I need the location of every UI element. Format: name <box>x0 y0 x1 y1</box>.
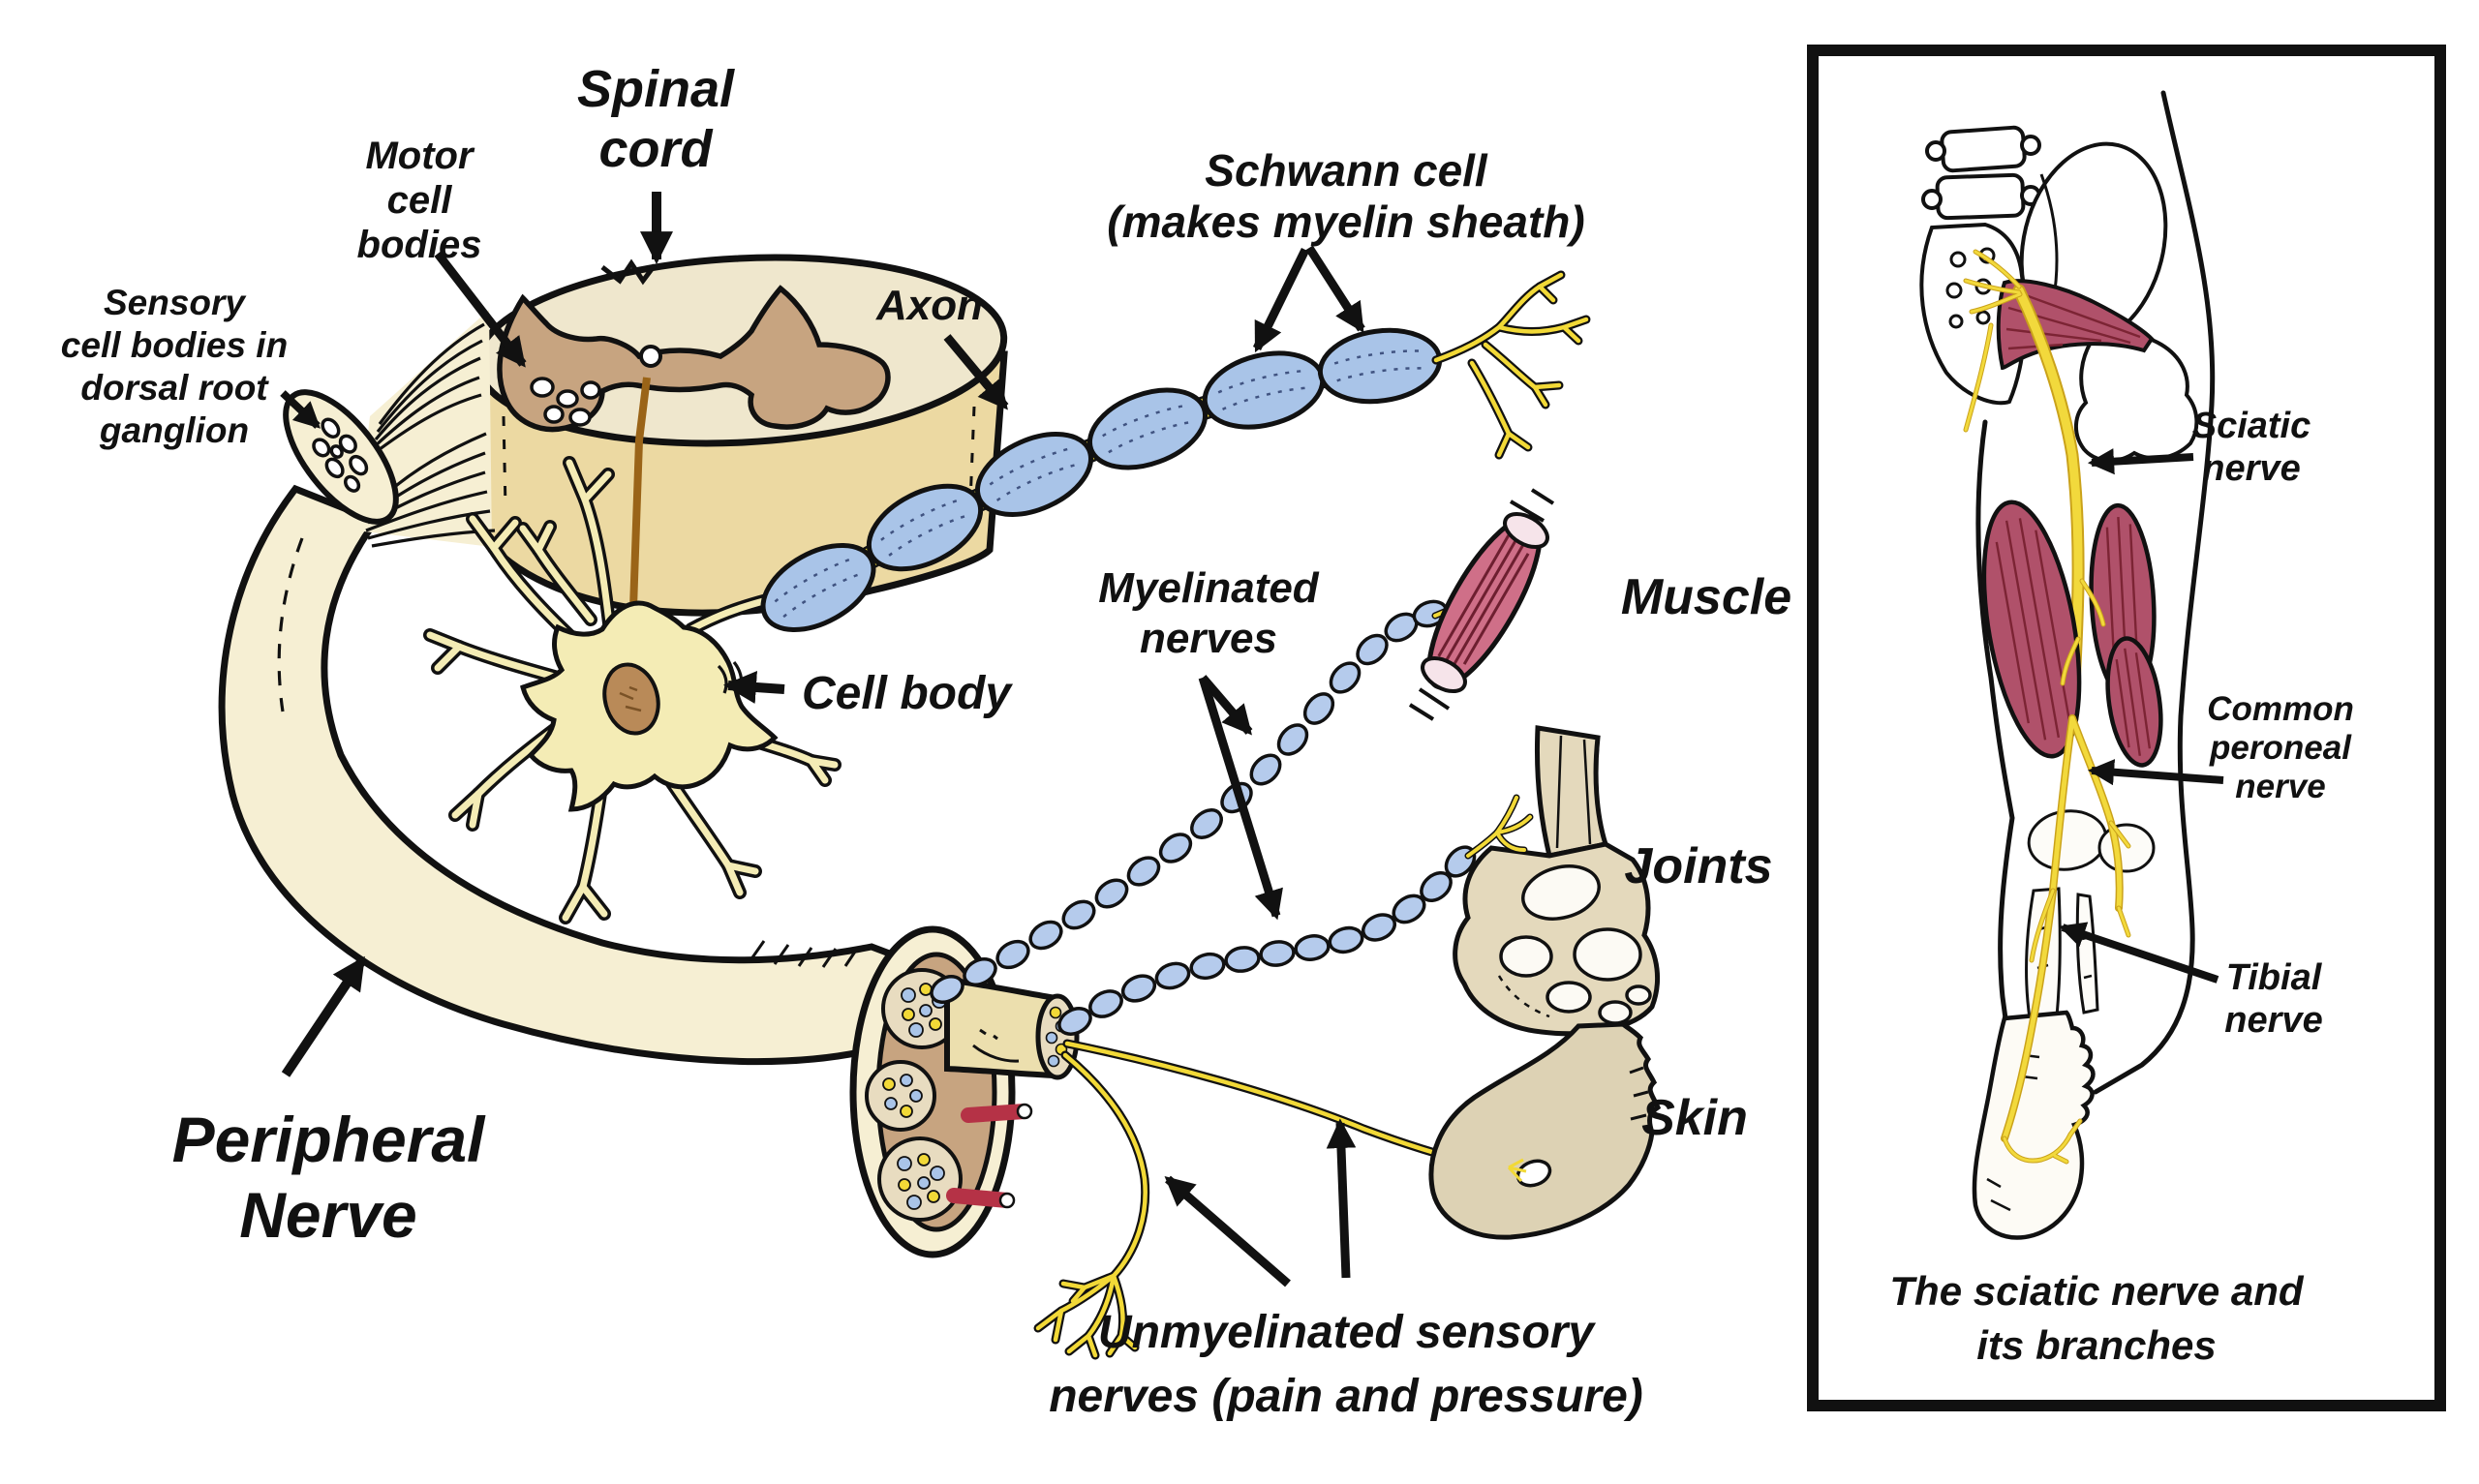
svg-text:Sciatic: Sciatic <box>2192 406 2311 446</box>
svg-text:Nerve: Nerve <box>239 1179 416 1251</box>
label-unmyelinated: Unmyelinated sensory nerves (pain and pr… <box>1049 1307 1643 1422</box>
label-sensory-ganglion: Sensory cell bodies in dorsal root gangl… <box>61 283 288 450</box>
label-common-peroneal-nerve: Common peroneal nerve <box>2207 690 2354 805</box>
label-tibial-nerve: Tibial nerve <box>2224 957 2322 1041</box>
thigh-muscles <box>1981 500 2163 768</box>
label-sciatic-nerve: Sciatic nerve <box>2192 406 2311 489</box>
label-myelinated-nerves: Myelinated nerves <box>1098 564 1320 662</box>
svg-text:The sciatic nerve and: The sciatic nerve and <box>1889 1268 2305 1314</box>
svg-text:Schwann cell: Schwann cell <box>1205 145 1488 196</box>
svg-text:Muscle: Muscle <box>1621 569 1791 625</box>
arrow-myelinated-1 <box>1199 675 1253 736</box>
motor-cell-bodies-dots <box>530 377 601 427</box>
arrow-cell-body <box>722 671 785 704</box>
sciatic-nerve-panel: Sciatic nerve Common peroneal nerve Tibi… <box>1807 45 2446 1411</box>
label-joints: Joints <box>1624 838 1772 894</box>
arrow-peripheral-nerve <box>281 955 367 1077</box>
svg-text:Sensory: Sensory <box>104 283 247 322</box>
panel-caption: The sciatic nerve and its branches <box>1889 1268 2305 1368</box>
neuron <box>423 456 842 924</box>
arrow-unmyelinated-2 <box>1326 1118 1357 1279</box>
skin-illustration <box>1428 1021 1662 1240</box>
label-peripheral-nerve: Peripheral Nerve <box>172 1104 486 1251</box>
arrow-tibial <box>2059 922 2219 984</box>
svg-text:Spinal: Spinal <box>577 60 735 118</box>
label-skin: Skin <box>1641 1090 1748 1146</box>
label-spinal-cord: Spinal cord <box>577 60 735 178</box>
svg-text:peroneal: peroneal <box>2209 729 2352 767</box>
myelinated-axon-chain <box>760 270 1591 633</box>
svg-text:Peripheral: Peripheral <box>172 1104 486 1175</box>
label-cell-body: Cell body <box>802 668 1013 719</box>
fascicle-tube <box>944 976 1080 1080</box>
svg-text:nerves (pain and pressure): nerves (pain and pressure) <box>1049 1371 1643 1422</box>
svg-text:nerve: nerve <box>2224 1000 2322 1041</box>
svg-text:nerve: nerve <box>2202 448 2300 489</box>
svg-text:cell: cell <box>387 179 453 222</box>
arrow-motor-cell-bodies <box>434 251 527 368</box>
svg-text:Common: Common <box>2207 690 2354 728</box>
myelinated-nerve-chain-to-muscle <box>930 599 1449 1005</box>
arrow-common-peroneal <box>2087 759 2224 786</box>
arrow-sensory-ganglion <box>280 390 321 429</box>
annotation-arrows <box>280 192 1365 1287</box>
svg-text:Unmyelinated sensory: Unmyelinated sensory <box>1098 1307 1596 1358</box>
svg-text:Motor: Motor <box>365 135 475 177</box>
svg-text:ganglion: ganglion <box>99 410 249 450</box>
svg-text:Myelinated: Myelinated <box>1098 564 1320 612</box>
arrow-schwann-1 <box>1252 248 1310 353</box>
svg-text:Cell body: Cell body <box>802 668 1013 719</box>
svg-text:its branches: its branches <box>1976 1322 2216 1368</box>
nerve-cut-end <box>849 925 1080 1258</box>
label-motor-cell-bodies: Motor cell bodies <box>357 135 482 266</box>
myelinated-nerve-chain-to-joint <box>1057 845 1477 1036</box>
svg-text:dorsal root: dorsal root <box>80 368 269 408</box>
arrow-sciatic-nerve <box>2087 448 2194 475</box>
arrow-axon <box>943 334 1009 410</box>
svg-text:Tibial: Tibial <box>2226 957 2323 998</box>
svg-text:nerves: nerves <box>1140 615 1277 662</box>
axon-terminal-branches <box>1431 270 1591 460</box>
svg-text:nerve: nerve <box>2235 768 2325 805</box>
label-schwann-cell: Schwann cell (makes myelin sheath) <box>1107 145 1584 247</box>
label-muscle: Muscle <box>1621 569 1791 625</box>
muscle-illustration <box>1408 488 1555 721</box>
label-axon: Axon <box>875 282 983 329</box>
fascicle <box>877 1136 963 1222</box>
arrow-schwann-2 <box>1305 245 1365 333</box>
svg-text:(makes myelin sheath): (makes myelin sheath) <box>1107 197 1584 247</box>
spinal-cord-illustration <box>474 254 1008 617</box>
svg-text:Axon: Axon <box>875 282 983 329</box>
arrow-unmyelinated-1 <box>1164 1175 1291 1287</box>
joint-illustration <box>1453 725 1660 1037</box>
arrow-myelinated-2 <box>1198 676 1283 921</box>
svg-text:bodies: bodies <box>357 224 482 266</box>
fascicle <box>865 1060 936 1132</box>
svg-text:cord: cord <box>598 120 713 178</box>
svg-text:cell bodies in: cell bodies in <box>61 325 288 365</box>
svg-text:Joints: Joints <box>1624 838 1772 894</box>
svg-text:Skin: Skin <box>1641 1090 1748 1146</box>
tibial-and-peroneal-nerves <box>2001 578 2131 1165</box>
